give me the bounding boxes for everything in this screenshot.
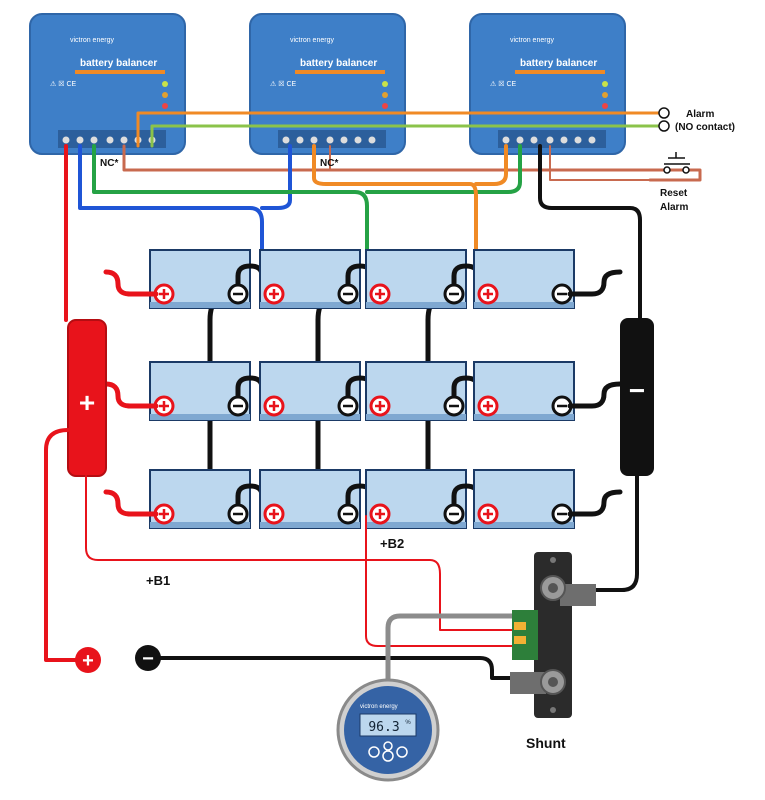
battery-balancer-3: victron energy battery balancer ⚠ ☒ CE — [469, 13, 626, 155]
battery-cell — [259, 469, 375, 529]
battery-cell — [259, 249, 375, 309]
led-orange — [602, 92, 608, 98]
monitor-left-button-icon — [368, 746, 380, 758]
led-red — [382, 103, 388, 109]
reset-label: Reset — [660, 188, 688, 199]
main-positive-wire — [44, 428, 80, 662]
negative-busbar-link — [567, 269, 623, 297]
balancer-sense-wires — [78, 144, 522, 264]
negative-output-terminal: − — [135, 645, 161, 671]
balancer-title: battery balancer — [300, 58, 377, 69]
b2-sense-wire — [365, 515, 521, 647]
balancer-title: battery balancer — [520, 58, 597, 69]
led-orange — [162, 92, 168, 98]
alarm-label: Alarm — [686, 109, 714, 120]
battery-cell — [149, 249, 265, 309]
led-red — [602, 103, 608, 109]
shunt-label: Shunt — [526, 735, 566, 751]
alarm-wiring — [122, 111, 702, 182]
b1-sense-wire — [85, 475, 521, 631]
battery-bank — [103, 249, 623, 529]
negative-output-sign: − — [142, 648, 154, 670]
monitor-cable — [385, 613, 523, 693]
negative-busbar-sign: − — [629, 375, 645, 406]
alarm-terminal-2 — [658, 120, 670, 132]
battery-cell — [259, 361, 375, 421]
negative-busbar-link — [567, 489, 623, 517]
battery-cell — [365, 249, 481, 309]
nc-label-2: NC* — [320, 158, 338, 169]
b1-label: +B1 — [146, 573, 170, 588]
negative-busbar-link — [567, 381, 623, 409]
alarm-terminal-1 — [658, 107, 670, 119]
reset-alarm-label: Alarm — [660, 202, 688, 213]
positive-busbar: + — [67, 319, 107, 477]
balancer-marks: ⚠ ☒ CE — [270, 80, 296, 88]
positive-output-terminal: + — [75, 647, 101, 673]
balancer-marks: ⚠ ☒ CE — [490, 80, 516, 88]
positive-output-sign: + — [82, 650, 94, 672]
led-green — [382, 81, 388, 87]
shunt — [510, 552, 596, 718]
monitor-reading: 96.3 — [368, 720, 399, 735]
no-contact-label: (NO contact) — [675, 122, 735, 133]
led-orange — [382, 92, 388, 98]
monitor-display — [359, 713, 417, 737]
led-red — [162, 103, 168, 109]
positive-busbar-link — [103, 381, 159, 409]
balancer-marks: ⚠ ☒ CE — [50, 80, 76, 88]
battery-cell — [365, 361, 481, 421]
monitor-brand: victron energy — [360, 704, 398, 710]
monitor-right-button-icon — [396, 746, 408, 758]
reset-button-icon — [663, 152, 690, 174]
battery-balancer-2: victron energy battery balancer ⚠ ☒ CE — [249, 13, 406, 155]
monitor-center-button-icon — [382, 750, 394, 762]
balancer-minus-wire — [538, 144, 642, 320]
balancer-brand: victron energy — [70, 37, 114, 44]
monitor-unit: % — [405, 720, 411, 726]
battery-cell — [473, 361, 575, 421]
b2-label: +B2 — [380, 536, 404, 551]
battery-cell — [149, 361, 265, 421]
battery-cell — [473, 249, 575, 309]
balancer-title: battery balancer — [80, 58, 157, 69]
battery-balancer-1: victron energy battery balancer ⚠ ☒ CE — [29, 13, 186, 155]
battery-cell — [365, 469, 481, 529]
battery-cell — [473, 469, 575, 529]
battery-monitor: victron energy 96.3 % — [336, 678, 440, 782]
positive-busbar-link — [103, 269, 159, 297]
battery-cell — [149, 469, 265, 529]
balancer-brand: victron energy — [290, 37, 334, 44]
main-negative-wire — [158, 656, 522, 680]
monitor-setup-button-icon — [383, 741, 393, 751]
nc-label-1: NC* — [100, 158, 118, 169]
negative-busbar: − — [620, 318, 654, 476]
positive-busbar-sign: + — [79, 387, 95, 418]
led-green — [602, 81, 608, 87]
shunt-to-busbar-wire — [588, 474, 639, 592]
led-green — [162, 81, 168, 87]
balancer-brand: victron energy — [510, 37, 554, 44]
positive-busbar-link — [103, 489, 159, 517]
